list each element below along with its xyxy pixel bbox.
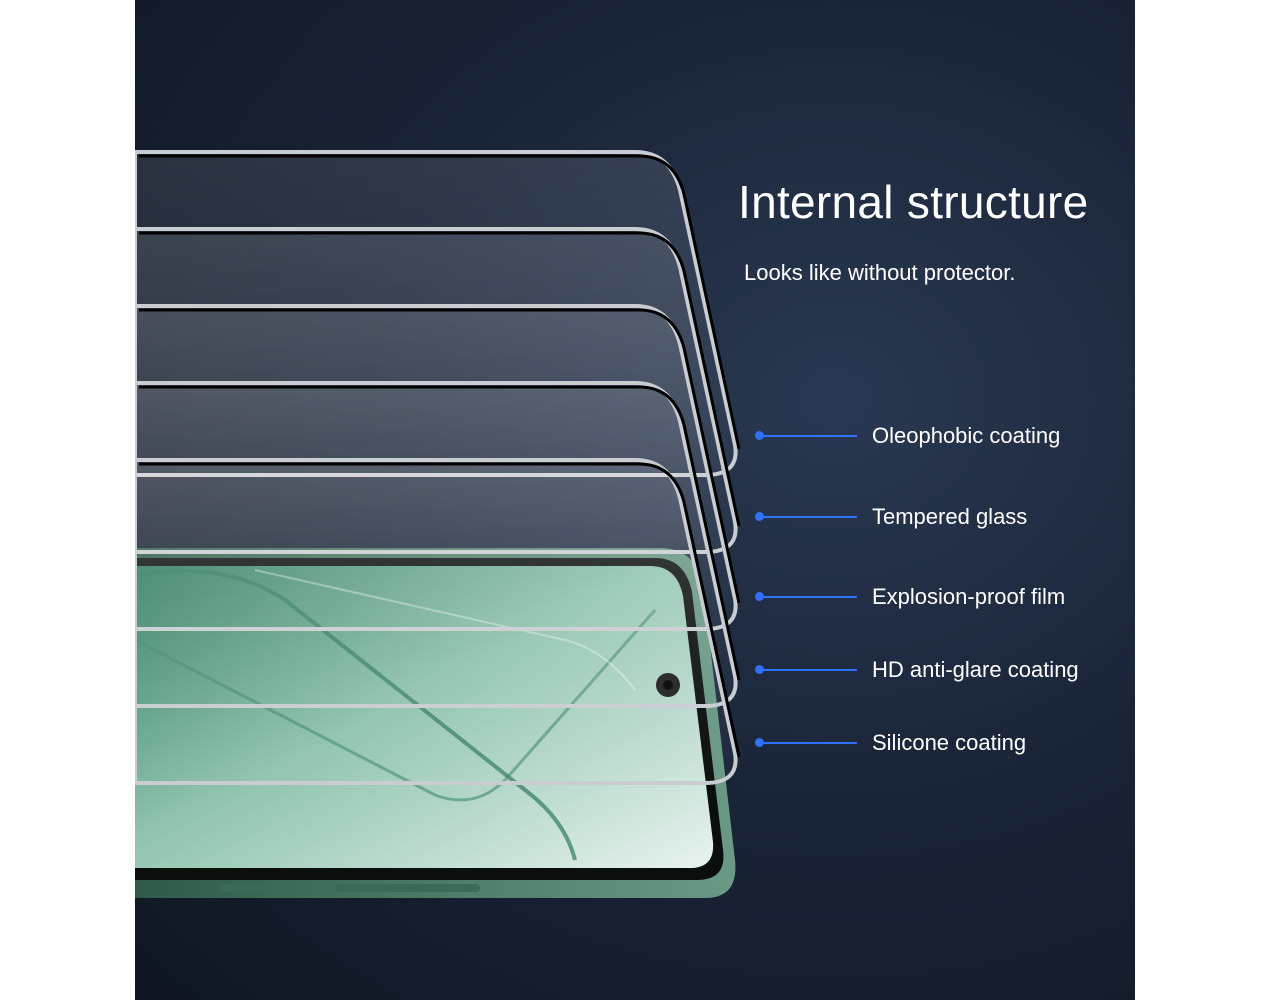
layer-label-oleophobic: Oleophobic coating (755, 421, 1125, 451)
product-panel: Internal structure Looks like without pr… (135, 0, 1135, 1000)
glass-layers (135, 150, 741, 785)
layer-label-text: Explosion-proof film (872, 584, 1066, 609)
layer-label-silicone: Silicone coating (755, 728, 1125, 758)
leader-line (761, 669, 857, 671)
leader-line (761, 516, 857, 518)
layer-label-text: HD anti-glare coating (872, 657, 1079, 682)
leader-line (761, 596, 857, 598)
layer-label-text: Tempered glass (872, 504, 1028, 529)
exploded-layers-illustration (135, 150, 741, 898)
layer-label-text: Silicone coating (872, 730, 1027, 755)
blue-dot-icon (755, 665, 764, 674)
leader-line (761, 742, 857, 744)
layer-label-explosion-proof: Explosion-proof film (755, 582, 1125, 612)
layer-label-tempered-glass: Tempered glass (755, 502, 1125, 532)
blue-dot-icon (755, 512, 764, 521)
layer-label-anti-glare: HD anti-glare coating (755, 655, 1125, 685)
page-title: Internal structure (738, 176, 1089, 228)
leader-line (761, 435, 857, 437)
blue-dot-icon (755, 592, 764, 601)
blue-dot-icon (755, 738, 764, 747)
page-subtitle: Looks like without protector. (744, 260, 1016, 285)
layer-label-text: Oleophobic coating (872, 423, 1061, 448)
blue-dot-icon (755, 431, 764, 440)
